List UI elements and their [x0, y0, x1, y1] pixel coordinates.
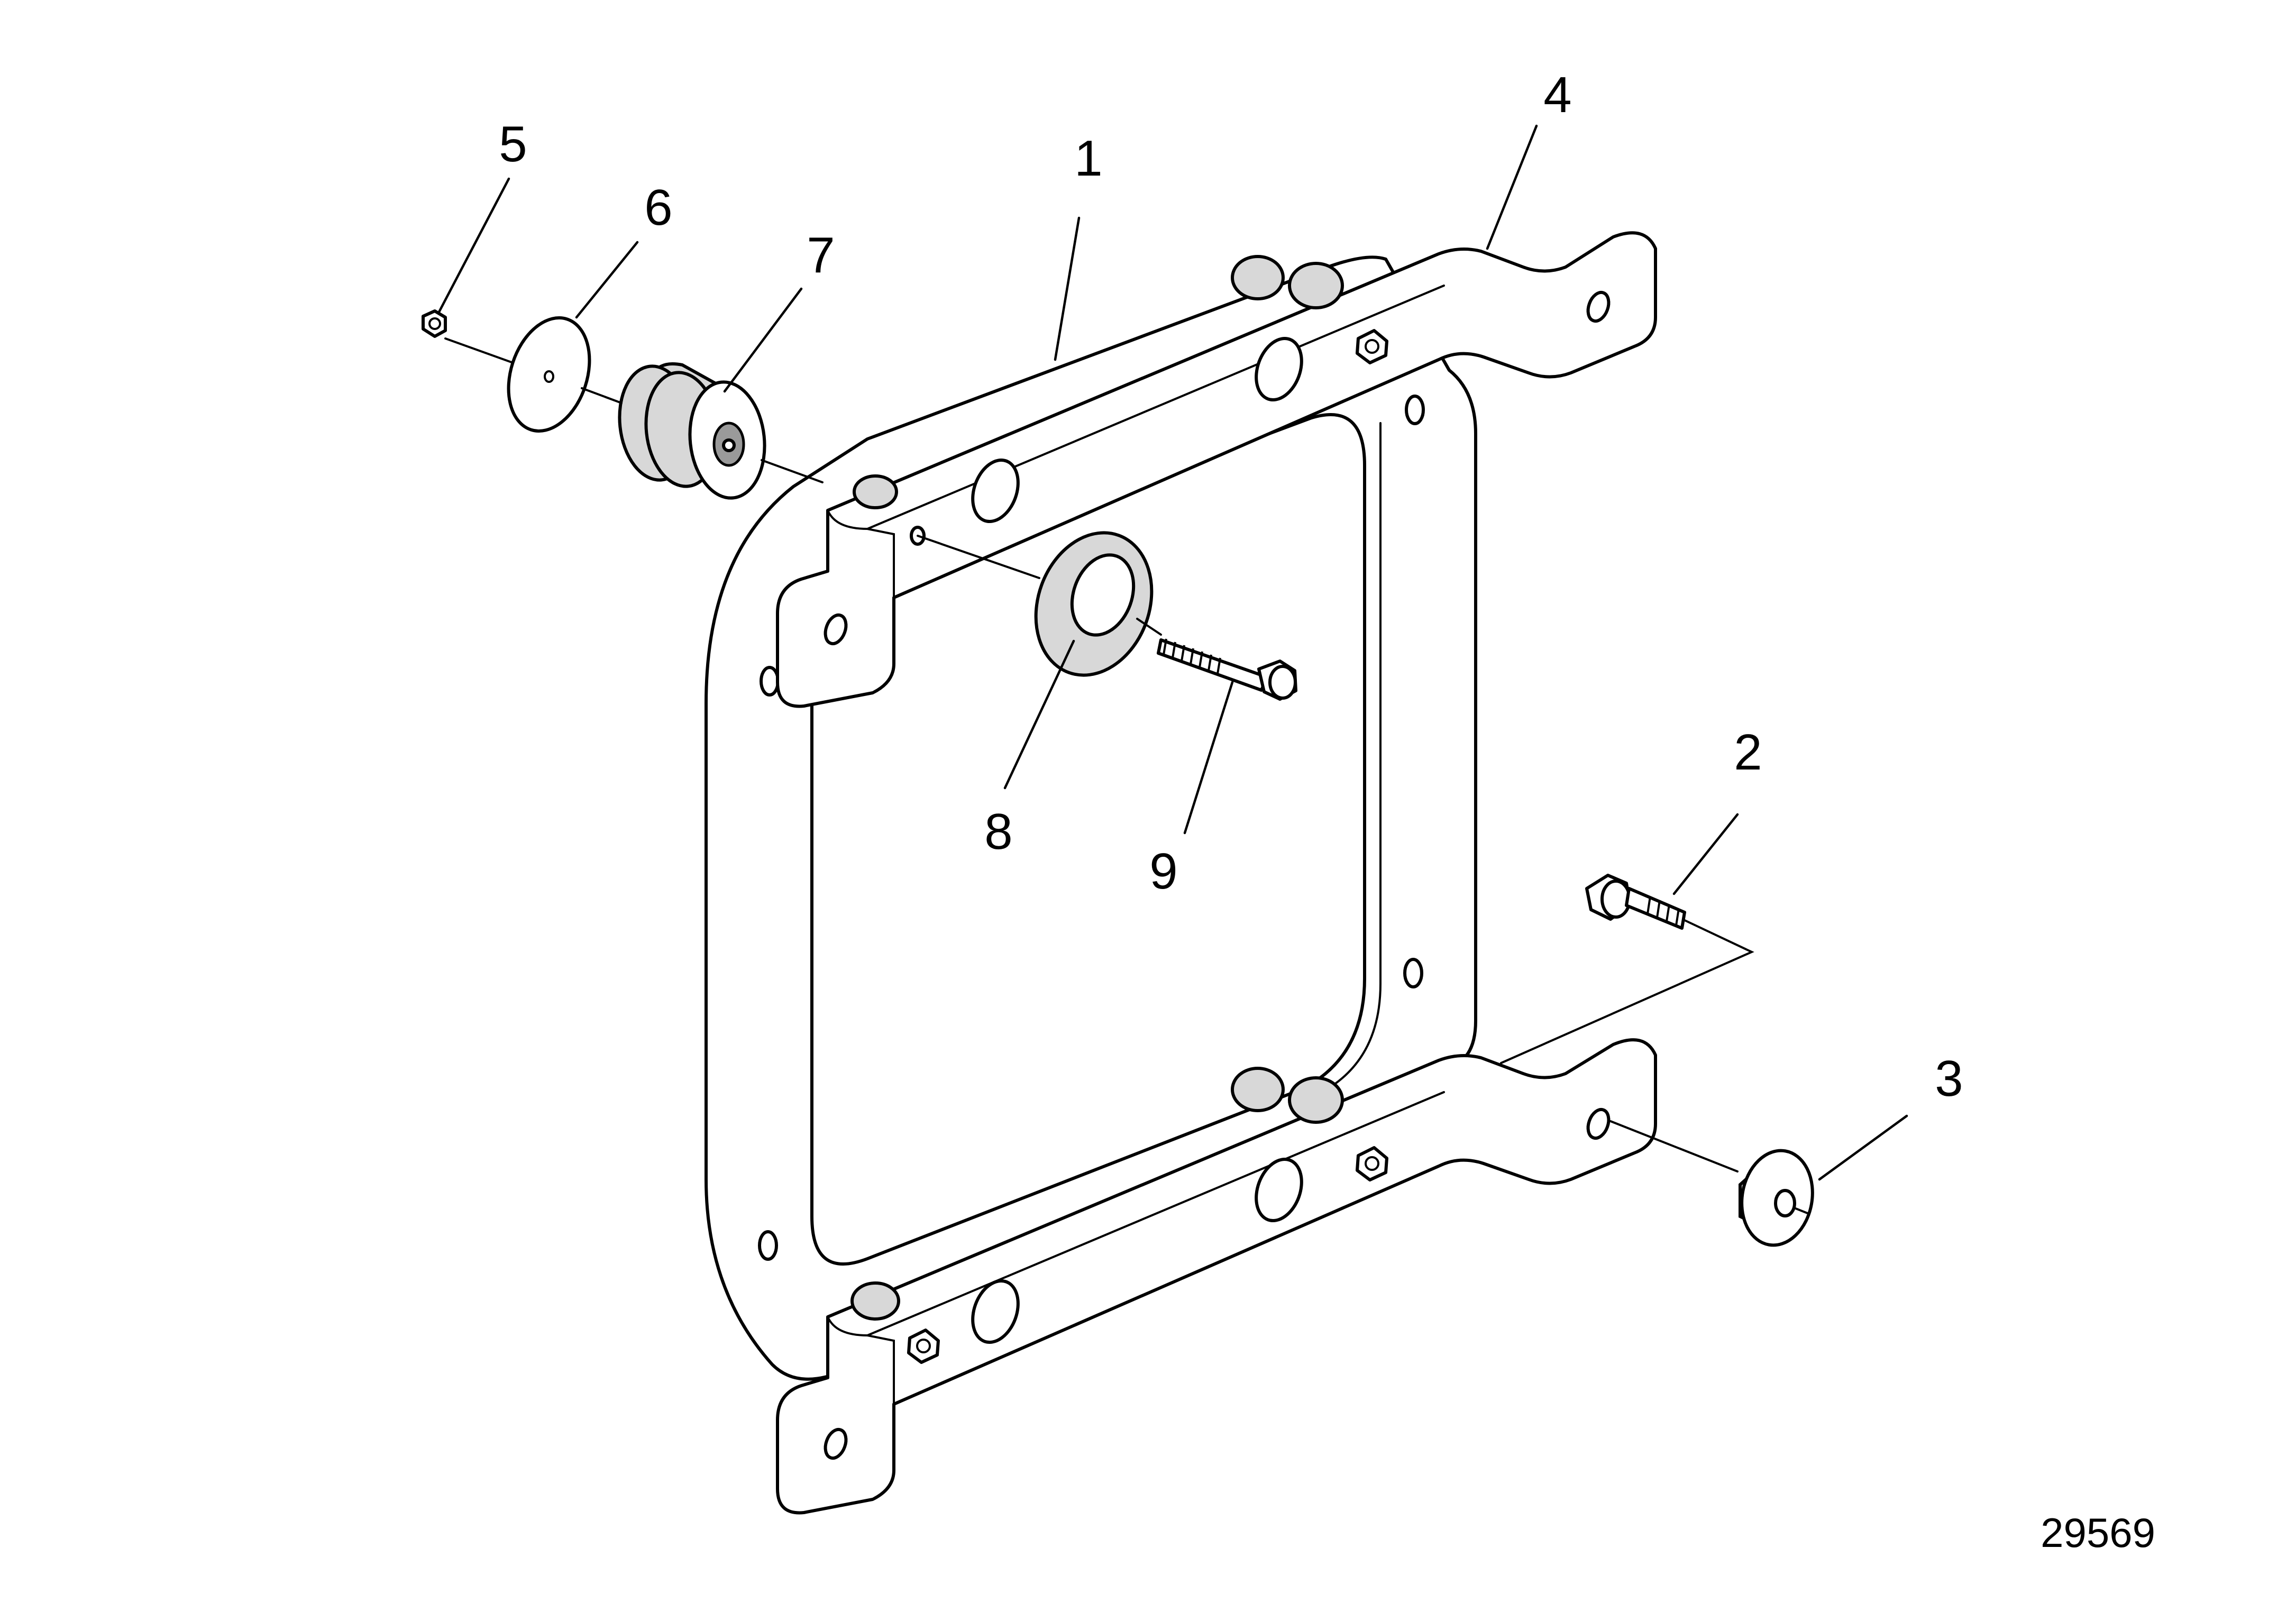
- washer-part-6: [507, 316, 591, 433]
- callout-7: 7: [807, 227, 835, 283]
- spacer-part-3: [1609, 1120, 1814, 1247]
- grommet-part-8: [1034, 531, 1154, 677]
- callout-5: 5: [499, 116, 527, 172]
- bolt-part-9: [910, 526, 1297, 701]
- callout-6: 6: [644, 179, 672, 236]
- callout-4: 4: [1543, 67, 1571, 123]
- callout-8: 8: [984, 803, 1012, 860]
- callout-1: 1: [1074, 130, 1102, 187]
- bolt-part-2: [1500, 874, 1754, 1064]
- upper-bracket: [776, 231, 1657, 708]
- assembly-axis-upper-left: [444, 337, 824, 483]
- callout-labels: 5 6 7 1 4 8 9 2 3: [499, 67, 1963, 1107]
- figure-reference-number: 29569: [2041, 1509, 2155, 1556]
- callout-9: 9: [1149, 843, 1177, 900]
- lower-bracket: [776, 1038, 1657, 1515]
- callout-2: 2: [1734, 724, 1762, 781]
- nut-part-5: [422, 309, 447, 338]
- leader-lines: [437, 124, 1908, 1181]
- callout-3: 3: [1935, 1050, 1963, 1107]
- isolator-part-7: [618, 362, 766, 500]
